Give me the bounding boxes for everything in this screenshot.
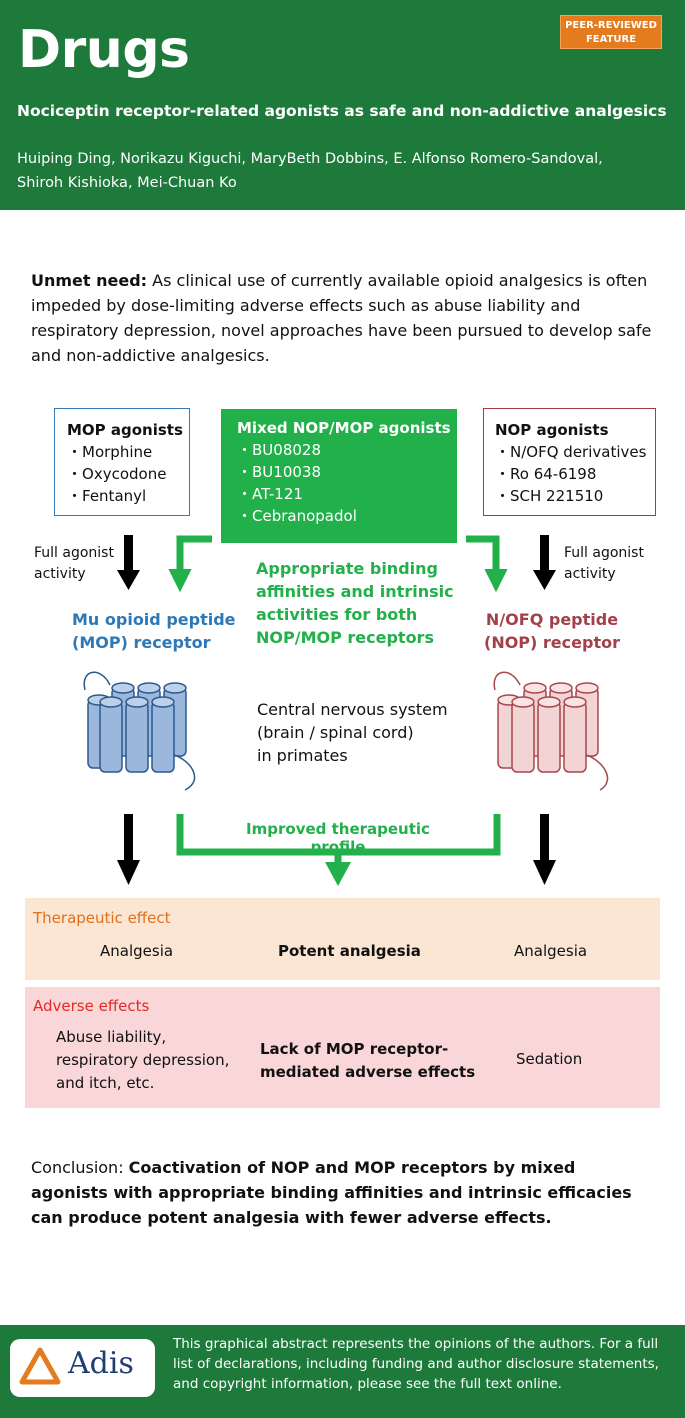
binding-line: affinities and intrinsic: [256, 582, 454, 601]
green-elbow-arrow-icon: [176, 535, 212, 575]
mop-receptor-line-2: (MOP) receptor: [72, 633, 211, 652]
authors-line-2: Shiroh Kishioka, Mei-Chuan Ko: [17, 175, 237, 191]
therapeutic-nop-cell: Analgesia: [514, 942, 588, 960]
full-agonist-label-left: Full agonist activity: [34, 543, 114, 585]
binding-line: activities for both: [256, 605, 418, 624]
article-title: Nociceptin receptor-related agonists as …: [17, 102, 667, 120]
nop-receptor-icon: [493, 671, 609, 791]
therapeutic-mop-cell: Analgesia: [100, 942, 174, 960]
pathway-diagram: [83, 535, 609, 886]
mixed-agonist-item: BU08028: [237, 439, 457, 461]
badge-line-2: FEATURE: [585, 34, 637, 45]
journal-name: Drugs: [18, 20, 190, 80]
mop-agonists-box: MOP agonists Morphine Oxycodone Fentanyl: [54, 408, 190, 516]
full-agonist-line-2: activity: [564, 566, 616, 582]
full-agonist-line-1: Full agonist: [34, 545, 114, 561]
mixed-agonist-item: AT-121: [237, 483, 457, 505]
mixed-agonist-item: Cebranopadol: [237, 505, 457, 527]
conclusion-paragraph: Conclusion: Coactivation of NOP and MOP …: [31, 1155, 656, 1230]
footer-disclaimer: This graphical abstract represents the o…: [173, 1336, 659, 1392]
adverse-mixed-line: Lack of MOP receptor-: [260, 1040, 449, 1058]
green-arrowhead-icon: [484, 569, 508, 593]
authors-line-1: Huiping Ding, Norikazu Kiguchi, MaryBeth…: [17, 151, 603, 167]
mop-agonist-item: Fentanyl: [67, 485, 189, 507]
arrow-down-icon: [117, 814, 140, 885]
nop-agonist-item: Ro 64-6198: [495, 463, 655, 485]
mop-receptor-line-1: Mu opioid peptide: [72, 610, 236, 629]
cns-line: (brain / spinal cord): [257, 723, 414, 742]
binding-line: NOP/MOP receptors: [256, 628, 434, 647]
mixed-agonists-box: Mixed NOP/MOP agonists BU08028 BU10038 A…: [221, 409, 457, 543]
adverse-effects-panel: [25, 987, 660, 1108]
mop-receptor-label: Mu opioid peptide (MOP) receptor: [72, 608, 236, 654]
nop-agonist-item: N/OFQ derivatives: [495, 441, 655, 463]
arrow-down-icon: [533, 814, 556, 885]
badge-line-1: PEER-REVIEWED: [565, 20, 657, 31]
conclusion-text: Coactivation of NOP and MOP receptors by…: [31, 1158, 632, 1227]
adverse-mop-line: and itch, etc.: [56, 1074, 155, 1092]
cns-note: Central nervous system (brain / spinal c…: [257, 698, 448, 767]
binding-note: Appropriate binding affinities and intri…: [256, 557, 456, 649]
full-agonist-line-1: Full agonist: [564, 545, 644, 561]
mop-agonist-item: Oxycodone: [67, 463, 189, 485]
adverse-mop-cell: Abuse liability, respiratory depression,…: [56, 1026, 229, 1095]
unmet-need-text: As clinical use of currently available o…: [31, 271, 652, 365]
full-agonist-line-2: activity: [34, 566, 86, 582]
adis-logo-text: Adis: [68, 1346, 134, 1381]
mixed-agonist-item: BU10038: [237, 461, 457, 483]
adis-logo: [10, 1339, 155, 1397]
mop-agonist-item: Morphine: [67, 441, 189, 463]
green-arrowhead-icon: [325, 862, 351, 886]
peer-reviewed-badge: PEER-REVIEWED FEATURE: [560, 15, 662, 49]
therapeutic-mixed-cell: Potent analgesia: [278, 942, 421, 960]
adverse-nop-cell: Sedation: [516, 1050, 583, 1068]
adverse-mixed-cell: Lack of MOP receptor- mediated adverse e…: [260, 1038, 475, 1084]
unmet-need-paragraph: Unmet need: As clinical use of currently…: [31, 268, 656, 368]
author-list: Huiping Ding, Norikazu Kiguchi, MaryBeth…: [17, 147, 677, 195]
mop-receptor-icon: [83, 671, 196, 791]
adverse-mixed-line: mediated adverse effects: [260, 1063, 476, 1081]
nop-receptor-line-2: (NOP) receptor: [484, 633, 620, 652]
nop-receptor-label: N/OFQ peptide (NOP) receptor: [472, 608, 632, 654]
therapeutic-effect-panel: [25, 898, 660, 980]
adis-triangle-icon: [19, 1347, 61, 1385]
mop-agonists-title: MOP agonists: [67, 421, 183, 439]
binding-line: Appropriate binding: [256, 559, 438, 578]
adverse-mop-line: respiratory depression,: [56, 1051, 230, 1069]
cns-line: in primates: [257, 746, 348, 765]
unmet-need-label: Unmet need:: [31, 271, 148, 290]
adverse-mop-line: Abuse liability,: [56, 1028, 167, 1046]
nop-agonist-item: SCH 221510: [495, 485, 655, 507]
mixed-agonists-title: Mixed NOP/MOP agonists: [237, 419, 451, 437]
nop-receptor-line-1: N/OFQ peptide: [485, 610, 619, 629]
green-elbow-arrow-icon: [466, 535, 500, 575]
cns-line: Central nervous system: [257, 700, 448, 719]
arrow-down-icon: [117, 535, 140, 590]
conclusion-label: Conclusion:: [31, 1158, 129, 1177]
improved-profile-label: Improved therapeutic profile: [246, 820, 430, 856]
full-agonist-label-right: Full agonist activity: [564, 543, 644, 585]
nop-agonists-title: NOP agonists: [495, 421, 609, 439]
nop-agonists-box: NOP agonists N/OFQ derivatives Ro 64-619…: [483, 408, 656, 516]
arrow-down-icon: [533, 535, 556, 590]
green-arrowhead-icon: [168, 569, 192, 593]
adverse-effects-label: Adverse effects: [33, 997, 150, 1015]
therapeutic-effect-label: Therapeutic effect: [33, 909, 171, 927]
